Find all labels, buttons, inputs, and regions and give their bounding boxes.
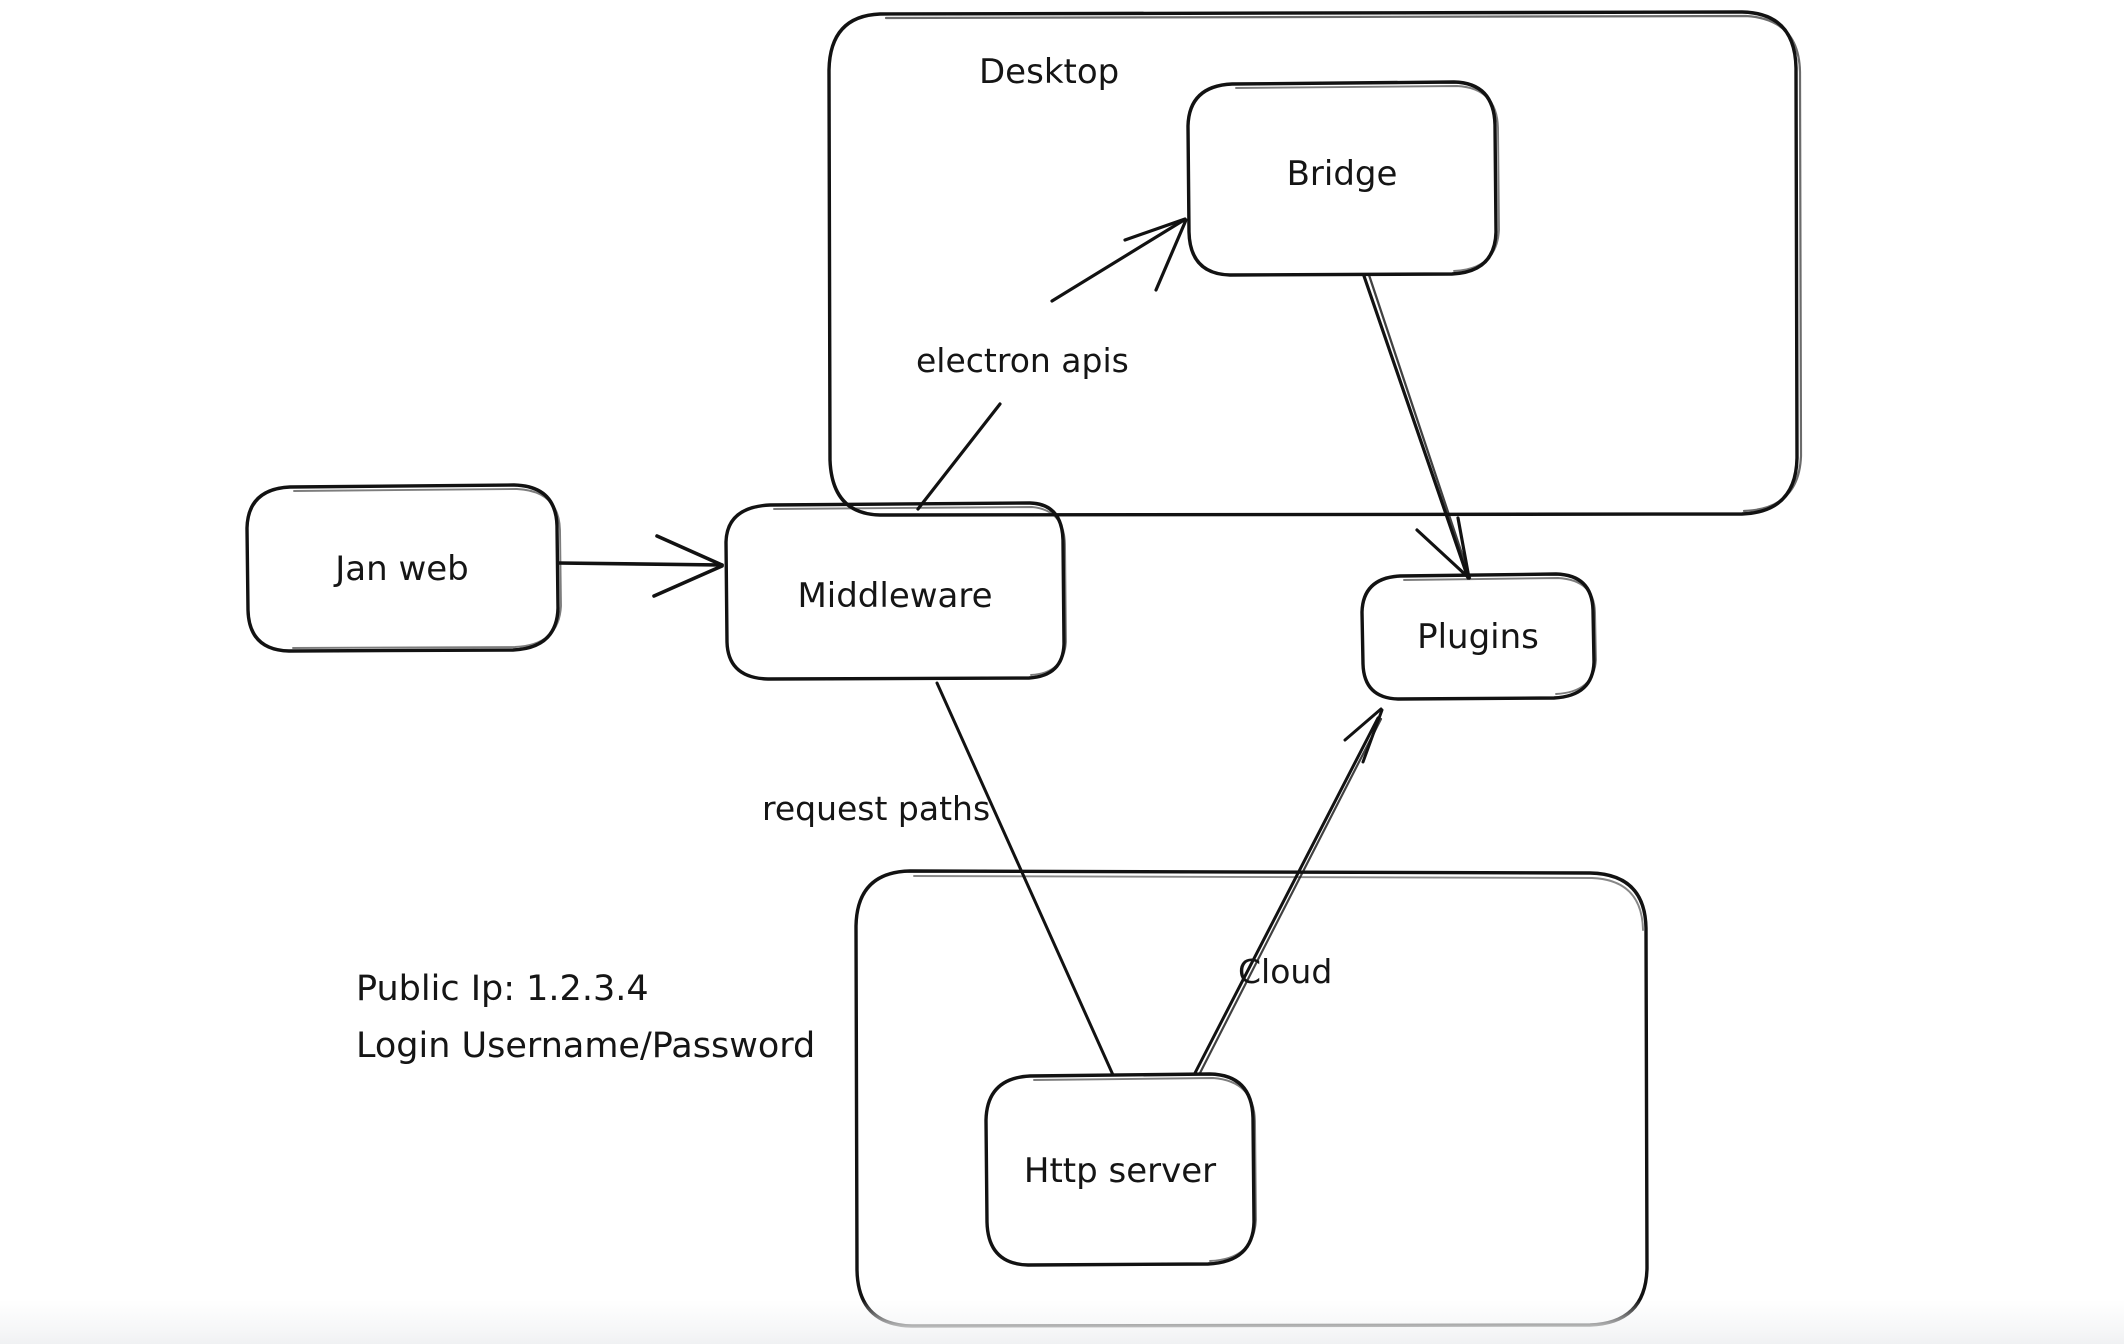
- edge-label-request-paths: request paths: [762, 789, 990, 828]
- node-middleware[interactable]: Middleware: [724, 501, 1067, 681]
- node-bridge[interactable]: Bridge: [1186, 80, 1500, 277]
- node-label-http-server: Http server: [1024, 1151, 1216, 1191]
- node-label-middleware: Middleware: [797, 576, 992, 616]
- edge-middleware-to-bridge: electron apis: [916, 217, 1188, 511]
- note-public-ip: Public Ip: 1.2.3.4: [356, 969, 649, 1009]
- edge-jan-web-to-middleware: [556, 534, 724, 598]
- note-login-credentials: Login Username/Password: [356, 1026, 815, 1066]
- group-label-desktop: Desktop: [979, 52, 1119, 92]
- edge-bridge-to-plugins: [1362, 273, 1472, 580]
- notes-block: Public Ip: 1.2.3.4 Login Username/Passwo…: [356, 969, 815, 1066]
- edge-http-server-to-middleware: [935, 681, 1115, 1077]
- group-desktop[interactable]: Desktop: [827, 10, 1803, 517]
- node-jan-web[interactable]: Jan web: [245, 483, 562, 653]
- node-http-server[interactable]: Http server: [984, 1072, 1257, 1267]
- node-label-jan-web: Jan web: [333, 549, 469, 589]
- edge-label-electron-apis: electron apis: [916, 341, 1129, 380]
- edge-label-cloud: Cloud: [1238, 952, 1332, 991]
- node-label-bridge: Bridge: [1287, 154, 1398, 194]
- edge-http-server-to-plugins: Cloud: [1193, 707, 1384, 1075]
- node-plugins[interactable]: Plugins: [1360, 572, 1597, 701]
- node-label-plugins: Plugins: [1417, 617, 1539, 657]
